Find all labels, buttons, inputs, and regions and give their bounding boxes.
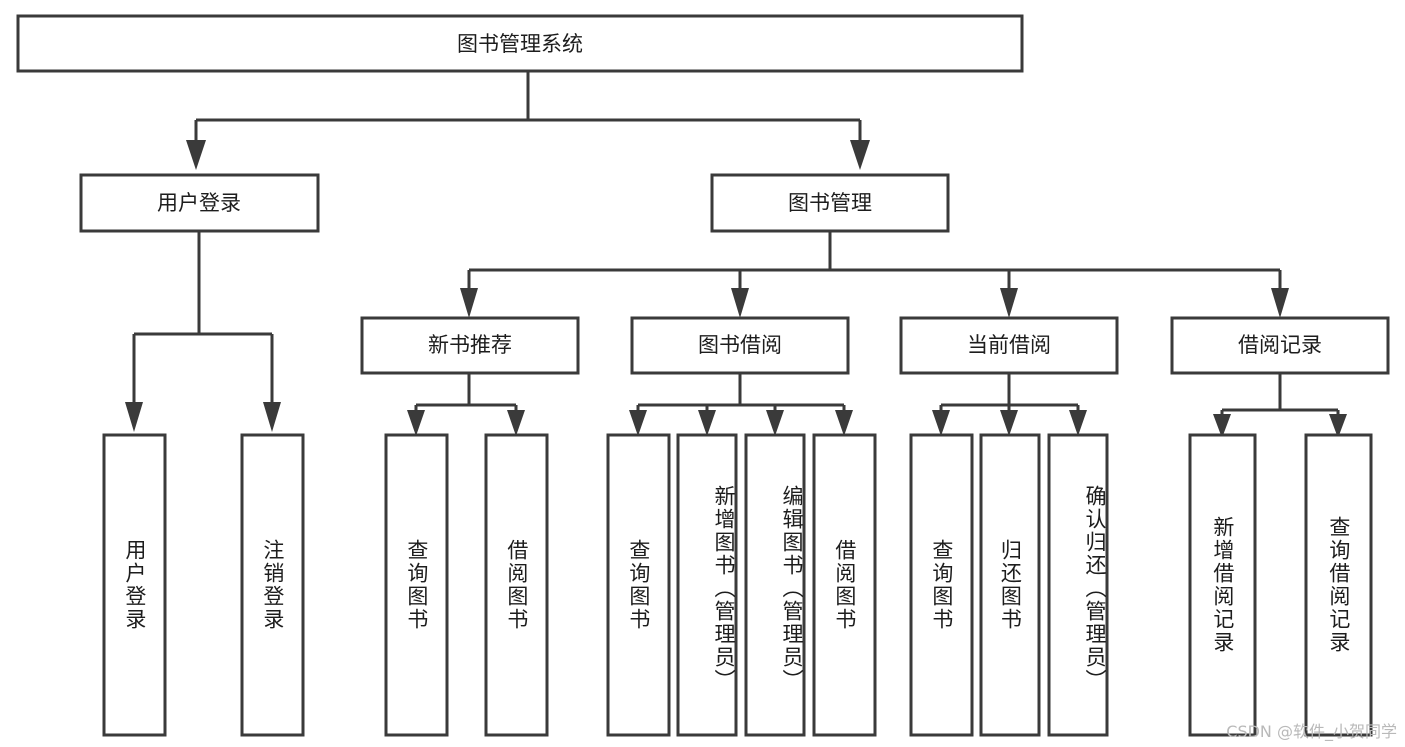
leaf-box-borrow-record-1[interactable] xyxy=(1188,433,1257,737)
leaf-box-current-borrow-3[interactable] xyxy=(1047,433,1109,737)
arrowhead-bookmgmt-c4 xyxy=(1271,288,1289,318)
connector-group-root xyxy=(186,71,870,170)
node-new-book-recommend-label: 新书推荐 xyxy=(428,333,512,357)
arrowhead-bookmgmt-c3 xyxy=(1000,288,1018,318)
arrowhead-root-to-book-mgmt xyxy=(850,140,870,170)
arrowhead-bookborrow-leaf4 xyxy=(835,410,853,436)
node-new-book-recommend-box[interactable] xyxy=(360,316,580,375)
connector-group-book-borrow xyxy=(629,373,853,436)
arrowhead-root-to-user-login xyxy=(186,140,206,170)
leaf-box-book-borrow-4[interactable] xyxy=(812,433,877,737)
arrowhead-currentborrow-leaf3 xyxy=(1069,410,1087,436)
leaf-box-current-borrow-2[interactable] xyxy=(979,433,1041,737)
node-book-management-label: 图书管理 xyxy=(788,191,872,215)
arrowhead-bookborrow-leaf1 xyxy=(629,410,647,436)
connector-group-new-book xyxy=(407,373,525,436)
leaf-box-new-book-1[interactable] xyxy=(384,433,449,737)
connector-group-book-mgmt xyxy=(460,231,1289,318)
node-root[interactable]: 图书管理系统 xyxy=(16,14,1024,73)
node-current-borrow-label: 当前借阅 xyxy=(967,333,1051,357)
arrowhead-bookmgmt-c1 xyxy=(460,288,478,318)
node-book-management[interactable]: 图书管理 xyxy=(710,173,950,233)
arrowhead-newbook-leaf2 xyxy=(507,410,525,436)
node-borrow-record[interactable]: 借阅记录 xyxy=(1170,316,1390,375)
leaf-box-new-book-2[interactable] xyxy=(484,433,549,737)
arrowhead-currentborrow-leaf2 xyxy=(1000,410,1018,436)
node-root-label: 图书管理系统 xyxy=(457,32,583,56)
node-borrow-record-box[interactable] xyxy=(1170,316,1390,375)
node-book-management-box[interactable] xyxy=(710,173,950,233)
node-root-box[interactable] xyxy=(16,14,1024,73)
arrowhead-currentborrow-leaf1 xyxy=(932,410,950,436)
node-user-login-label: 用户登录 xyxy=(157,191,241,215)
node-current-borrow[interactable]: 当前借阅 xyxy=(899,316,1119,375)
arrowhead-newbook-leaf1 xyxy=(407,410,425,436)
connector-group-current-borrow xyxy=(932,373,1087,436)
node-book-borrow-label: 图书借阅 xyxy=(698,333,782,357)
leaf-box-current-borrow-1[interactable] xyxy=(909,433,974,737)
arrowhead-borrowrecord-leaf1 xyxy=(1213,414,1231,438)
node-book-borrow[interactable]: 图书借阅 xyxy=(630,316,850,375)
node-user-login-box[interactable] xyxy=(79,173,320,233)
arrowhead-userlogin-leaf2 xyxy=(263,402,281,432)
node-borrow-record-label: 借阅记录 xyxy=(1238,333,1322,357)
arrowhead-bookmgmt-c2 xyxy=(731,288,749,318)
leaf-box-user-login-2[interactable] xyxy=(240,433,305,737)
leaf-box-user-login-1[interactable] xyxy=(102,433,167,737)
connector-group-borrow-record xyxy=(1213,373,1347,438)
connector-group-user-login xyxy=(125,231,281,432)
leaf-box-borrow-record-2[interactable] xyxy=(1304,433,1373,737)
node-new-book-recommend[interactable]: 新书推荐 xyxy=(360,316,580,375)
leaf-box-book-borrow-1[interactable] xyxy=(606,433,671,737)
arrowhead-borrowrecord-leaf2 xyxy=(1329,414,1347,438)
leaf-box-book-borrow-2[interactable] xyxy=(676,433,738,737)
node-user-login[interactable]: 用户登录 xyxy=(79,173,320,233)
csdn-watermark: CSDN @软件_小贺同学 xyxy=(1226,722,1397,741)
arrowhead-bookborrow-leaf2 xyxy=(698,410,716,436)
arrowhead-bookborrow-leaf3 xyxy=(766,410,784,436)
node-current-borrow-box[interactable] xyxy=(899,316,1119,375)
leaf-box-book-borrow-3[interactable] xyxy=(744,433,806,737)
node-book-borrow-box[interactable] xyxy=(630,316,850,375)
arrowhead-userlogin-leaf1 xyxy=(125,402,143,432)
